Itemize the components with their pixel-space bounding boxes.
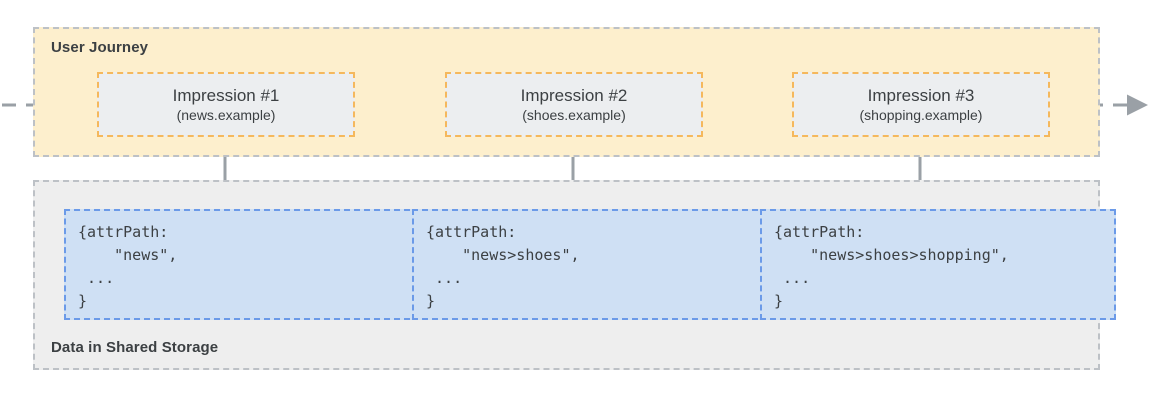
- impression-site: (shopping.example): [859, 106, 983, 123]
- user-journey-container: User Journey Impression #1 (news.example…: [33, 27, 1100, 157]
- storage-record-2[interactable]: {attrPath: "news>shoes", ... }: [412, 209, 768, 320]
- impression-title: Impression #2: [520, 85, 628, 105]
- impression-title: Impression #1: [172, 85, 280, 105]
- impression-site: (shoes.example): [522, 106, 626, 123]
- impression-box-1[interactable]: Impression #1 (news.example): [97, 72, 355, 137]
- user-journey-title: User Journey: [51, 39, 149, 56]
- impression-box-3[interactable]: Impression #3 (shopping.example): [792, 72, 1050, 137]
- impression-site: (news.example): [176, 106, 276, 123]
- shared-storage-container: {attrPath: "news", ... } {attrPath: "new…: [33, 180, 1116, 370]
- storage-record-1[interactable]: {attrPath: "news", ... }: [64, 209, 420, 320]
- storage-record-3[interactable]: {attrPath: "news>shoes>shopping", ... }: [760, 209, 1116, 320]
- impression-title: Impression #3: [867, 85, 975, 105]
- impression-box-2[interactable]: Impression #2 (shoes.example): [445, 72, 703, 137]
- shared-storage-title: Data in Shared Storage: [51, 339, 219, 356]
